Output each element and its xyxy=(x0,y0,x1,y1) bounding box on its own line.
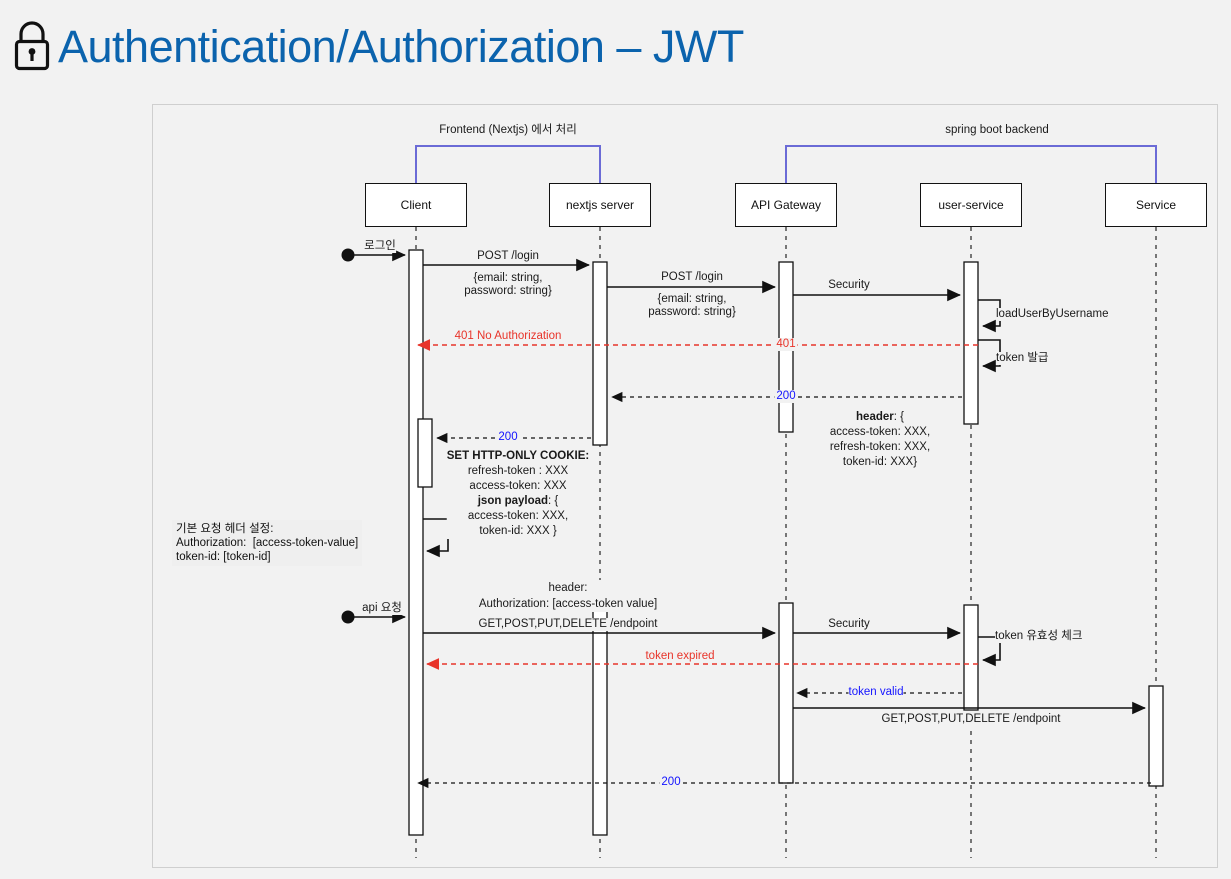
note-default-request-header: 기본 요청 헤더 설정: Authorization: [access-toke… xyxy=(172,520,363,566)
message-label-post-login-2: POST /login xyxy=(661,271,723,284)
actor-login xyxy=(341,248,406,262)
participant-label: API Gateway xyxy=(750,198,822,212)
participant-label: nextjs server xyxy=(565,198,635,212)
activation-service-1 xyxy=(1148,685,1164,787)
participant-label: Client xyxy=(400,198,432,212)
message-label-token-expired: token expired xyxy=(645,650,715,663)
actor-label-api-request: api 요청 xyxy=(362,602,402,615)
participant-user-service[interactable]: user-service xyxy=(920,183,1022,227)
message-label-login-payload-2: {email: string, password: string} xyxy=(648,293,736,319)
message-label-200-to-client: 200 xyxy=(496,431,520,444)
message-label-endpoint-forward: GET,POST,PUT,DELETE /endpoint xyxy=(881,713,1061,726)
activation-nextjs-1 xyxy=(592,261,608,446)
activation-userservice-2 xyxy=(963,604,979,711)
participant-label: user-service xyxy=(938,198,1004,212)
self-call-label-token-validity-check: token 유효성 체크 xyxy=(995,630,1083,643)
lock-icon xyxy=(14,21,50,71)
participant-nextjs-server[interactable]: nextjs server xyxy=(549,183,651,227)
note-connector-default-header xyxy=(423,518,449,558)
page-title: Authentication/Authorization – JWT xyxy=(58,20,744,72)
group-label-backend: spring boot backend xyxy=(945,124,1049,137)
activation-client-main xyxy=(408,249,424,836)
self-call-token-validity-check xyxy=(978,636,1001,667)
activation-nextjs-2 xyxy=(592,605,608,836)
diagram-frame xyxy=(152,104,1218,868)
group-bracket-backend xyxy=(785,145,1157,185)
self-call-label-token-issue: token 발급 xyxy=(996,352,1049,365)
message-label-header-payload: header: { access-token: XXX, refresh-tok… xyxy=(829,410,931,470)
activation-client-nested xyxy=(417,418,433,488)
message-label-401-code: 401 xyxy=(774,338,798,351)
group-bracket-frontend xyxy=(415,145,601,185)
actor-label-login: 로그인 xyxy=(364,240,396,253)
message-label-endpoint-request: GET,POST,PUT,DELETE /endpoint xyxy=(478,618,658,631)
message-label-401-no-authorization: 401 No Authorization xyxy=(454,330,562,343)
participant-client[interactable]: Client xyxy=(365,183,467,227)
message-label-token-valid: token valid xyxy=(848,686,904,699)
actor-api-request xyxy=(341,610,406,624)
message-label-200-final: 200 xyxy=(659,776,683,789)
group-label-frontend: Frontend (Nextjs) 에서 처리 xyxy=(439,124,577,137)
participant-service[interactable]: Service xyxy=(1105,183,1207,227)
activation-gateway-2 xyxy=(778,602,794,784)
message-label-post-login-1: POST /login xyxy=(477,250,539,263)
participant-label: Service xyxy=(1135,198,1176,212)
message-label-cookie-payload: SET HTTP-ONLY COOKIE: refresh-token : XX… xyxy=(446,449,590,539)
message-label-200-to-nextjs: 200 xyxy=(774,390,798,403)
message-label-security-1: Security xyxy=(828,279,870,292)
participant-api-gateway[interactable]: API Gateway xyxy=(735,183,837,227)
message-label-login-payload-1: {email: string, password: string} xyxy=(464,272,552,298)
message-label-security-2: Security xyxy=(828,618,870,631)
page-header: Authentication/Authorization – JWT xyxy=(0,0,1231,92)
activation-userservice-1 xyxy=(963,261,979,425)
activation-bars xyxy=(408,249,1164,836)
message-label-api-header: header: Authorization: [access-token val… xyxy=(478,580,658,612)
self-call-label-loaduserbyusername: loadUserByUsername xyxy=(996,308,1109,321)
